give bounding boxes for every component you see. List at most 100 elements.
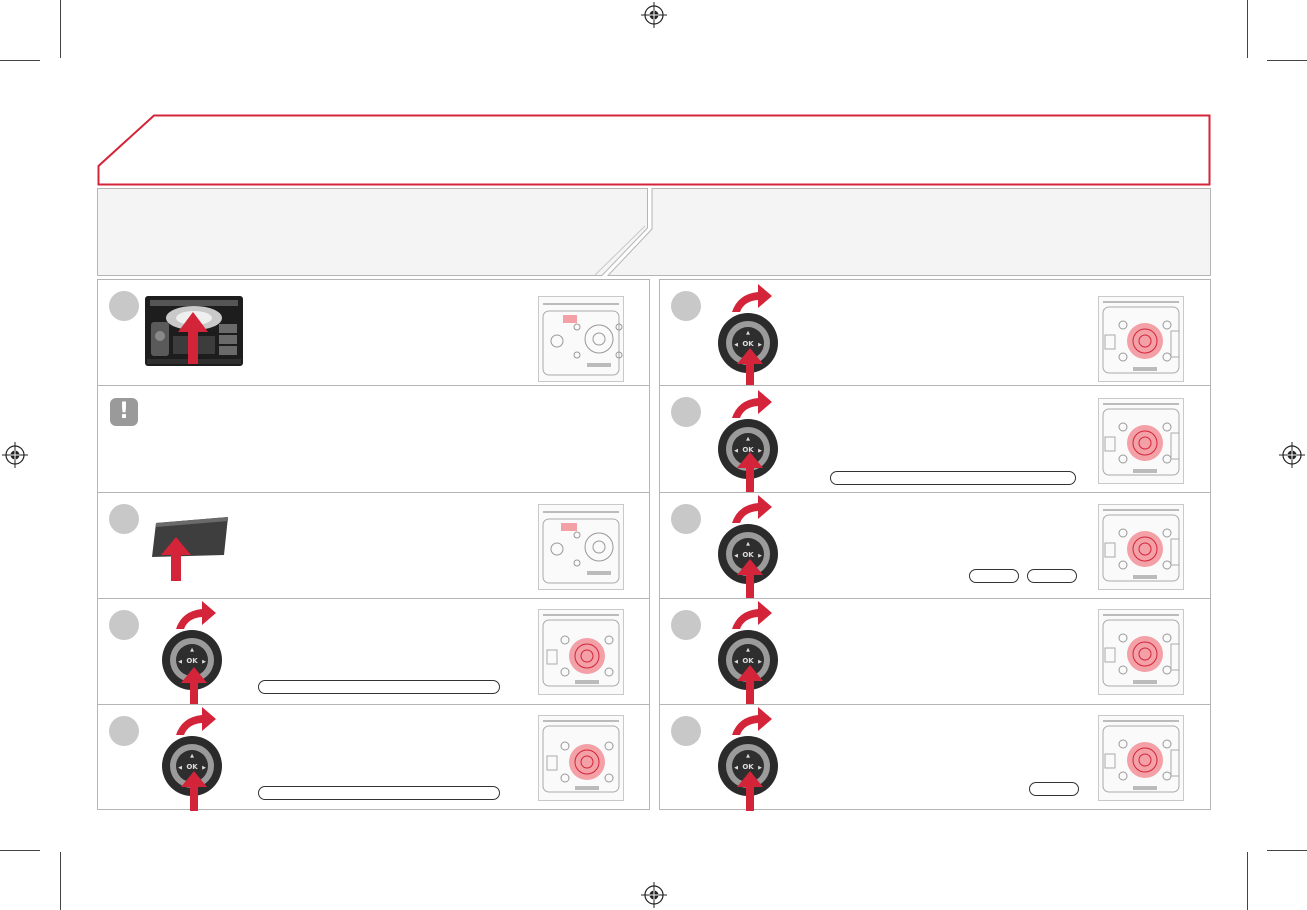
step-number-badge [109, 610, 139, 640]
svg-text:▶: ▶ [202, 765, 206, 771]
crop-mark [1267, 60, 1307, 61]
curved-arrow-icon [732, 601, 772, 629]
control-panel-thumbnail [538, 504, 624, 590]
up-arrow-icon [181, 771, 207, 811]
curved-arrow-icon [732, 390, 772, 418]
rotary-dial-icon: OK ▲ ◀ ▶ [718, 419, 778, 479]
svg-text:OK: OK [186, 657, 198, 665]
rotary-dial-icon: OK ▲ ◀ ▶ [718, 313, 778, 373]
up-arrow-icon [161, 537, 191, 581]
up-arrow-icon [737, 771, 763, 811]
step-panel: OK ▲ ◀ ▶ [659, 492, 1211, 599]
menu-option-pill [258, 786, 500, 800]
svg-text:▶: ▶ [758, 553, 762, 559]
crop-mark [1267, 850, 1307, 851]
control-panel-thumbnail [538, 609, 624, 695]
control-panel-thumbnail [1098, 715, 1184, 801]
step-number-badge [671, 610, 701, 640]
svg-text:OK: OK [742, 446, 754, 454]
up-arrow-icon [737, 559, 763, 599]
step-number-badge [671, 504, 701, 534]
step-number-badge [671, 716, 701, 746]
step-panel: OK ▲ ◀ ▶ [659, 598, 1211, 705]
rotary-dial-icon: OK ▲ ◀ ▶ [718, 524, 778, 584]
rotary-dial-icon: OK ▲ ◀ ▶ [162, 630, 222, 690]
svg-text:◀: ◀ [178, 659, 182, 665]
step-panel: OK ▲ ◀ ▶ [97, 704, 650, 811]
svg-text:◀: ◀ [734, 659, 738, 665]
curved-arrow-icon [176, 601, 216, 629]
option-pill-left [969, 569, 1019, 583]
svg-text:◀: ◀ [734, 342, 738, 348]
svg-text:▲: ▲ [746, 647, 750, 653]
control-panel-thumbnail [1098, 609, 1184, 695]
warning-icon: ! [110, 398, 138, 426]
up-arrow-icon [737, 665, 763, 705]
menu-option-pill [258, 680, 500, 694]
title-banner [97, 114, 1211, 186]
step-panel: OK ▲ ◀ ▶ [659, 704, 1211, 811]
menu-option-pill [830, 471, 1076, 485]
svg-text:▲: ▲ [190, 647, 194, 653]
curved-arrow-icon [732, 284, 772, 312]
svg-text:▲: ▲ [190, 753, 194, 759]
registration-mark-icon [2, 442, 28, 468]
crop-mark [0, 60, 40, 61]
svg-text:◀: ◀ [178, 765, 182, 771]
control-panel-thumbnail [538, 296, 624, 382]
warning-panel: ! [97, 385, 650, 493]
step-panel: OK ▲ ◀ ▶ [659, 385, 1211, 493]
option-pill-right [1027, 569, 1077, 583]
svg-text:OK: OK [742, 340, 754, 348]
curved-arrow-icon [176, 707, 216, 735]
control-panel-thumbnail [1098, 296, 1184, 382]
svg-text:▲: ▲ [746, 330, 750, 336]
crop-mark [1247, 852, 1248, 910]
step-panel [97, 279, 650, 386]
up-arrow-icon [181, 667, 207, 707]
crop-mark [60, 852, 61, 910]
svg-text:▲: ▲ [746, 541, 750, 547]
registration-mark-icon [641, 882, 667, 908]
control-panel-thumbnail [1098, 398, 1184, 484]
svg-text:▶: ▶ [758, 765, 762, 771]
step-panel: OK ▲ ◀ ▶ [97, 598, 650, 707]
step-panel: OK ▲ ◀ ▶ [659, 279, 1211, 386]
svg-text:▶: ▶ [758, 448, 762, 454]
rotary-dial-icon: OK ▲ ◀ ▶ [718, 630, 778, 690]
svg-text:▲: ▲ [746, 753, 750, 759]
up-arrow-icon [737, 452, 763, 492]
curved-arrow-icon [732, 495, 772, 523]
svg-text:▲: ▲ [746, 436, 750, 442]
rotary-dial-icon: OK ▲ ◀ ▶ [718, 736, 778, 796]
confirm-pill [1029, 782, 1079, 796]
svg-text:OK: OK [742, 551, 754, 559]
intro-box-right [594, 188, 1211, 276]
registration-mark-icon [1279, 442, 1305, 468]
up-arrow-icon [178, 312, 208, 364]
step-number-badge [109, 504, 139, 534]
intro-box-left [97, 188, 648, 276]
curved-arrow-icon [732, 707, 772, 735]
control-panel-thumbnail [1098, 504, 1184, 590]
svg-text:◀: ◀ [734, 553, 738, 559]
svg-text:OK: OK [742, 657, 754, 665]
step-panel [97, 492, 650, 599]
crop-mark [1247, 0, 1248, 58]
svg-text:OK: OK [742, 763, 754, 771]
crop-mark [60, 0, 61, 58]
rotary-dial-icon: OK ▲ ◀ ▶ [162, 736, 222, 796]
up-arrow-icon [737, 348, 763, 386]
svg-text:▶: ▶ [758, 342, 762, 348]
svg-text:▶: ▶ [202, 659, 206, 665]
step-number-badge [109, 291, 139, 321]
control-panel-thumbnail [538, 715, 624, 801]
crop-mark [0, 850, 40, 851]
step-number-badge [109, 716, 139, 746]
svg-text:◀: ◀ [734, 765, 738, 771]
step-number-badge [671, 397, 701, 427]
registration-mark-icon [641, 2, 667, 28]
svg-text:▶: ▶ [758, 659, 762, 665]
step-number-badge [671, 291, 701, 321]
svg-text:OK: OK [186, 763, 198, 771]
